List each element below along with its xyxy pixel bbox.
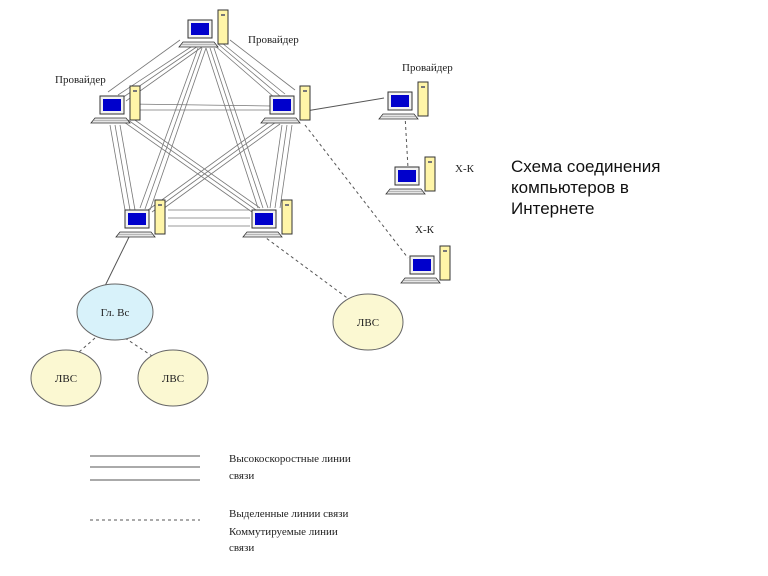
computer-icon xyxy=(385,156,436,195)
legend-high-speed-label: связи xyxy=(229,470,254,482)
provider-label: Провайдер xyxy=(248,34,299,46)
switched-links xyxy=(69,114,409,361)
legend-switched-label: связи xyxy=(229,542,254,554)
computer-icon xyxy=(400,245,451,284)
high-speed-links xyxy=(107,39,296,227)
title-line: Интернете xyxy=(511,199,595,218)
diagram-title: Схема соединения компьютеров в Интернете xyxy=(511,156,711,219)
computer-icon xyxy=(378,81,429,120)
gateway-label: Гл. Вс xyxy=(101,307,130,319)
provider-label: Провайдер xyxy=(55,74,106,86)
xk-label: Х-К xyxy=(415,224,435,236)
computer-icon xyxy=(178,9,229,48)
dedicated-links xyxy=(102,97,385,291)
computer-icon xyxy=(90,85,141,124)
lan-label: ЛВС xyxy=(55,373,77,385)
xk-label: Х-К xyxy=(455,163,475,175)
legend-high-speed-label: Высокоскоростные линии xyxy=(229,453,351,465)
legend-switched-label: Коммутируемые линии xyxy=(229,526,338,538)
title-line: компьютеров в xyxy=(511,178,629,197)
title-line: Схема соединения xyxy=(511,157,661,176)
lan-label: ЛВС xyxy=(162,373,184,385)
legend-dedicated-label: Выделенные линии связи xyxy=(229,508,348,520)
gateway-node: Гл. Вс xyxy=(76,283,154,341)
legend: Высокоскоростные линии связи Выделенные … xyxy=(90,453,351,554)
lan-node: ЛВС xyxy=(30,349,102,407)
computer-icon xyxy=(260,85,311,124)
lan-node: ЛВС xyxy=(137,349,209,407)
provider-label: Провайдер xyxy=(402,62,453,74)
lan-node: ЛВС xyxy=(332,293,404,351)
legend-high-speed-lines xyxy=(90,455,200,481)
lan-label: ЛВС xyxy=(357,317,379,329)
